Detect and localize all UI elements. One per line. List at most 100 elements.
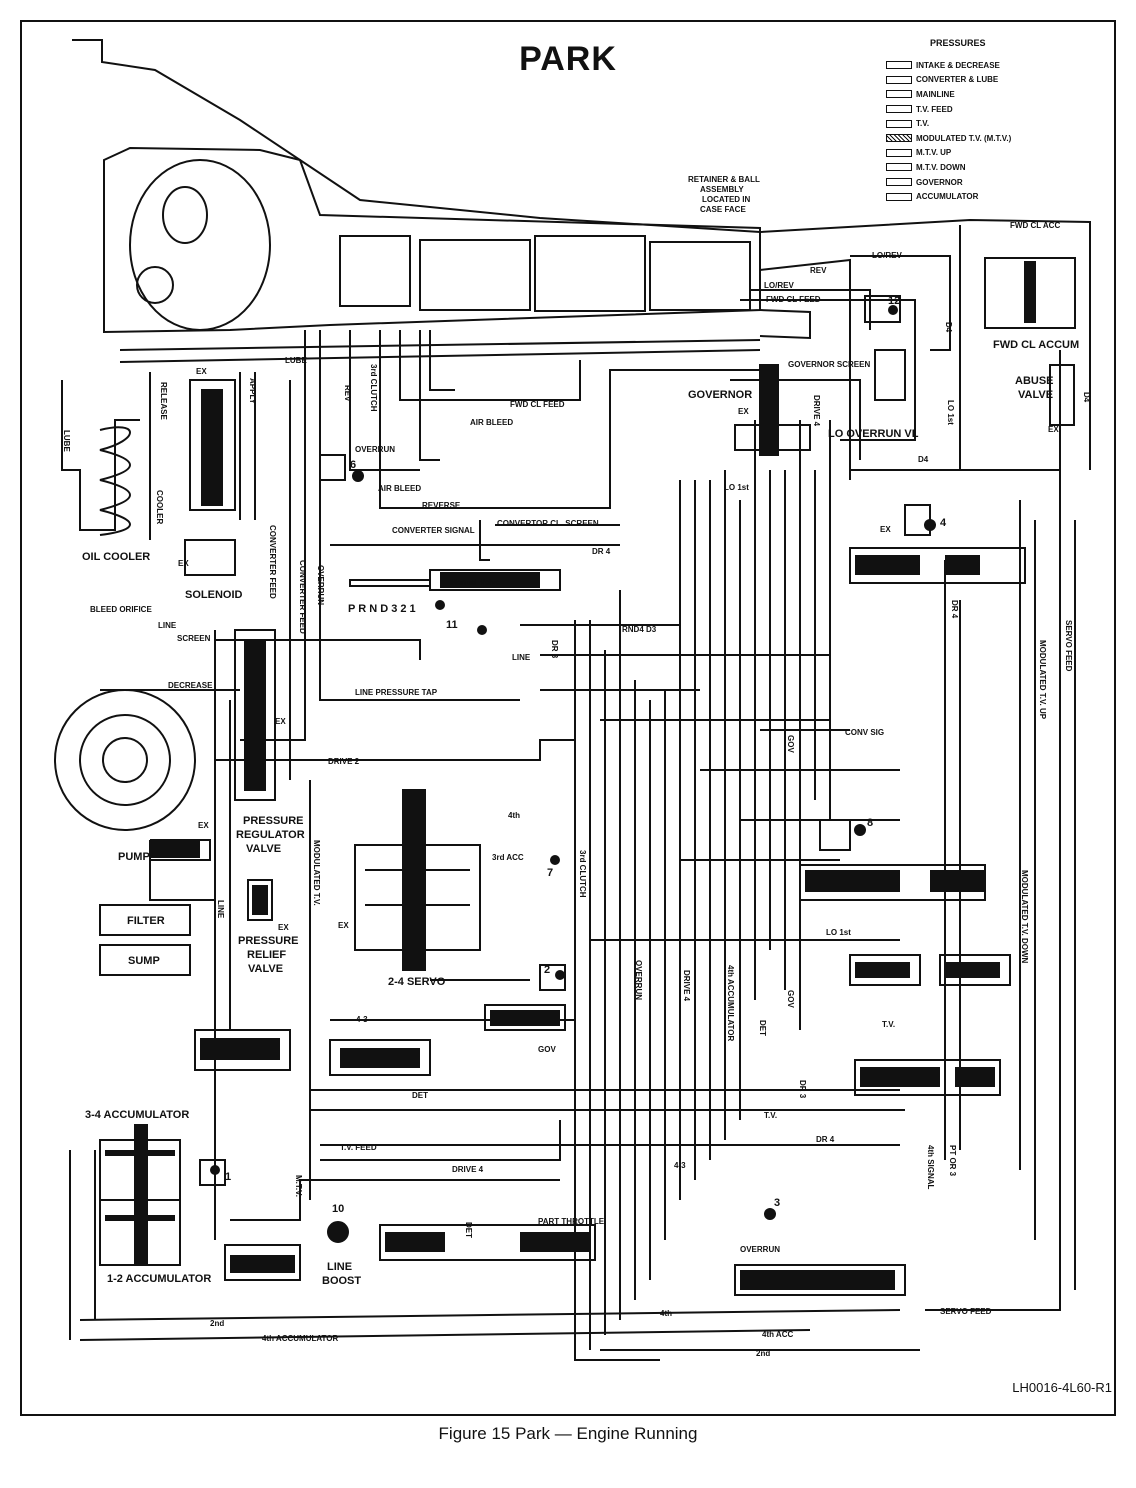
checkball-6-label: 6 [350, 459, 356, 471]
governor-body [734, 424, 811, 451]
legend-label: T.V. [916, 119, 930, 129]
line-boost-valve [327, 1221, 349, 1243]
rev-vertical-label: REV [343, 385, 352, 402]
lo-1st-label-2: LO 1st [724, 483, 749, 492]
drive4-vertical-label: DRIVE 4 [812, 395, 821, 427]
rev-label: REV [810, 266, 827, 275]
fourth-accumulator-label: 4th ACCUMULATOR [262, 1334, 339, 1343]
fwd-cl-accum-label: FWD CL ACCUM [993, 339, 1079, 351]
checkball-4-label: 4 [940, 517, 947, 529]
convertor-screen-label: CONVERTOR CL. SCREEN [497, 519, 599, 528]
retainer-label-2: ASSEMBLY [700, 185, 744, 194]
lo-1st-vertical-label: LO 1st [946, 400, 955, 425]
mod-tv-down-label: MODULATED T.V. DOWN [1020, 870, 1029, 964]
oil-cooler-label: OIL COOLER [82, 551, 150, 563]
reverse-label: REVERSE [422, 501, 461, 510]
planetary-gearset [534, 235, 646, 312]
converter-feed-label-2: CONVERTER FEED [298, 560, 307, 634]
lo-1st-label: LO 1st [826, 928, 851, 937]
legend-swatch [886, 178, 912, 187]
range-letters-label: P R N D 3 2 1 [348, 603, 416, 615]
filter-label: FILTER [127, 915, 165, 927]
pump-outer [54, 689, 196, 831]
gov-label: GOV [538, 1045, 556, 1054]
fourth-signal-label: 4th SIGNAL [926, 1145, 935, 1190]
dr3-label: DR 3 [550, 640, 559, 659]
mod-tv-label: MODULATED T.V. [312, 840, 321, 906]
fwd-cl-accum-body [984, 257, 1076, 329]
mtv-valve-bore [224, 1244, 301, 1281]
legend-item: GOVERNOR [886, 175, 1086, 190]
four-three-label: 4-3 [356, 1015, 368, 1024]
abuse-valve-body [1049, 364, 1075, 426]
pressure-regulator-label-1: PRESSURE [243, 815, 304, 827]
legend-item: CONVERTER & LUBE [886, 73, 1086, 88]
d4-label: D4 [918, 455, 929, 464]
tv-label: T.V. [764, 1111, 777, 1120]
fwd-cl-feed-label-2: FWD CL FEED [766, 295, 821, 304]
checkball-1-label: 1 [225, 1171, 231, 1183]
servo-feed-vertical-label: SERVO FEED [1064, 620, 1073, 672]
legend-swatch [886, 90, 912, 99]
ex-label-8: EX [1048, 425, 1059, 434]
governor-shaft [759, 364, 779, 456]
fourth-label: 4th [660, 1309, 672, 1318]
screen-label: SCREEN [177, 634, 211, 643]
oil-cooler-coil [99, 426, 131, 536]
case-outline [72, 39, 1091, 470]
ex-label-3: EX [198, 821, 209, 830]
dr3-label-2: DR 3 [798, 1080, 807, 1099]
ex-label: EX [178, 559, 189, 568]
converter-clutch-valve [189, 379, 236, 511]
ex-label-2: EX [275, 717, 286, 726]
conv-sig-label: CONV SIG [845, 728, 884, 737]
lube-vertical-label: LUBE [62, 430, 71, 452]
pressure-relief-label-2: RELIEF [247, 949, 286, 961]
checkball-2-label: 2 [544, 964, 550, 976]
mod-tv-up-label: MODULATED T.V. UP [1038, 640, 1047, 720]
part-throttle-label: PART THROTTLE [538, 1217, 605, 1226]
governor-label: GOVERNOR [688, 389, 752, 401]
converter-housing [129, 159, 271, 331]
valve-bore-left [194, 1029, 291, 1071]
apply-label: APPLY [248, 378, 257, 405]
legend-item: MODULATED T.V. (M.T.V.) [886, 131, 1086, 146]
valve-bore-2 [484, 1004, 566, 1031]
legend-item: T.V. FEED [886, 102, 1086, 117]
pt-or-3-label: PT OR 3 [948, 1145, 957, 1177]
valve-bore-43 [329, 1039, 431, 1076]
legend-swatch [886, 105, 912, 114]
checkball-8-label: 8 [867, 817, 873, 829]
clutch-pack-2 [419, 239, 531, 311]
legend-label: M.T.V. DOWN [916, 162, 966, 172]
lo-rev-label: LO/REV [872, 251, 902, 260]
third-acc-label: 3rd ACC [492, 853, 524, 862]
solenoid-body [184, 539, 236, 576]
second-label: 2nd [210, 1319, 224, 1328]
reference-code: LH0016-4L60-R1 [1012, 1380, 1112, 1395]
overrun-vertical-label: OVERRUN [316, 565, 325, 605]
gov-vertical-label: GOV [786, 735, 795, 753]
legend-item: T.V. [886, 116, 1086, 131]
pressure-relief-label-3: VALVE [248, 963, 283, 975]
overrun-label-2: OVERRUN [740, 1245, 780, 1254]
legend-label: T.V. FEED [916, 104, 953, 114]
converter-signal-label: CONVERTER SIGNAL [392, 526, 475, 535]
rnd4d3-label: RND4 D3 [622, 625, 657, 634]
clutch-pack-1 [339, 235, 411, 307]
legend-item: MAINLINE [886, 87, 1086, 102]
tv-label-2: T.V. [882, 1020, 895, 1029]
legend-swatch [886, 148, 912, 157]
lo-overrun-label: LO OVERRUN VL [828, 428, 919, 440]
sump-box [99, 944, 191, 976]
legend-label: INTAKE & DECREASE [916, 60, 1000, 70]
fourth-accumulator-vertical-label: 4th ACCUMULATOR [726, 965, 735, 1042]
servo-body [354, 844, 481, 951]
dr4-vertical-label: DR 4 [950, 600, 959, 619]
d4-vertical-label-2: D4 [944, 322, 953, 333]
diagram-frame [20, 20, 1116, 1416]
pressure-regulator-bore [234, 629, 276, 801]
checkball-12-label: 12 [888, 295, 900, 307]
